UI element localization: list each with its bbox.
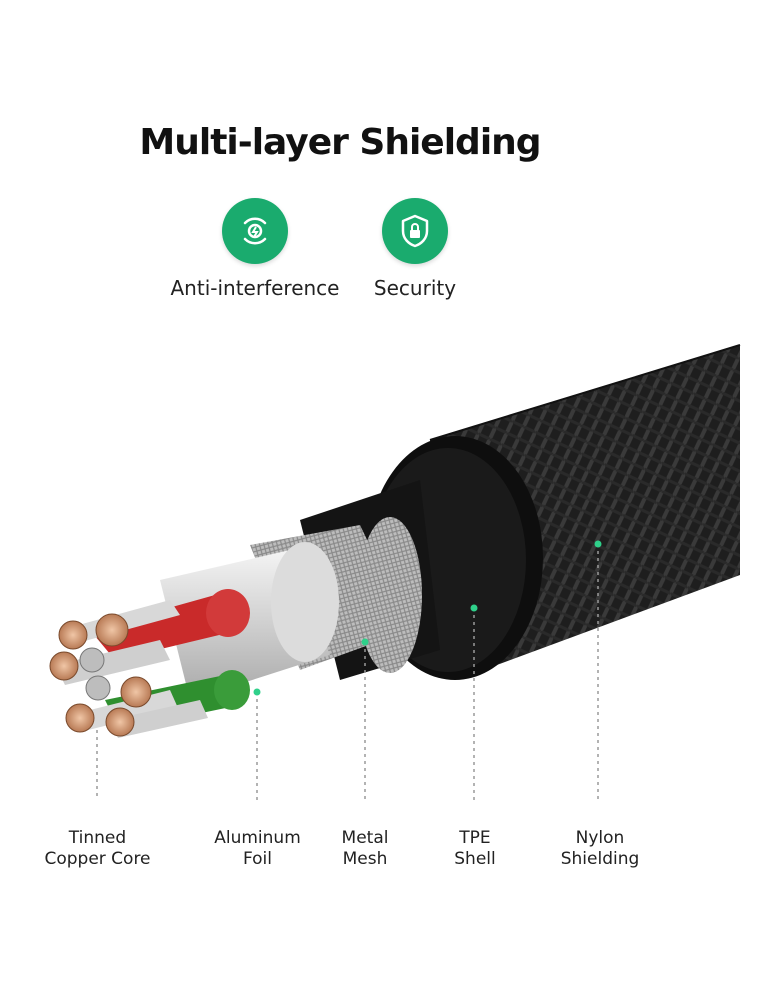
page-title: Multi-layer Shielding xyxy=(139,122,541,163)
cable-cross-section-illustration xyxy=(49,344,741,800)
feature-label: Security xyxy=(373,276,457,300)
signal-shield-icon xyxy=(222,198,288,264)
callout-lines xyxy=(96,544,599,800)
feature-security: Security xyxy=(315,198,515,300)
lock-shield-icon xyxy=(382,198,448,264)
feature-label: Anti-interference xyxy=(170,276,340,300)
copper-strands xyxy=(49,613,152,737)
callout-dots xyxy=(253,540,602,696)
feature-anti-interference: Anti-interference xyxy=(155,198,355,300)
